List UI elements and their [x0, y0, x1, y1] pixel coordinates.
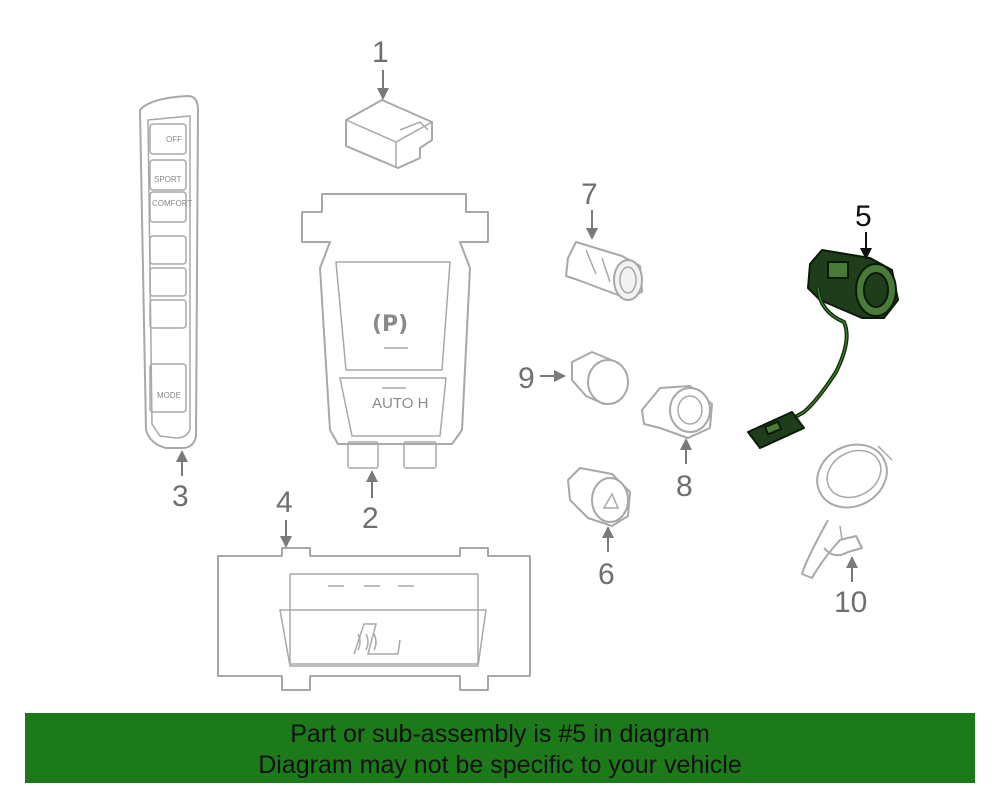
- part-3-drive-mode-switch[interactable]: OFF SPORT COMFORT MODE: [139, 95, 199, 449]
- off-label: OFF: [166, 135, 182, 144]
- auto-hold-label: AUTO H: [372, 395, 428, 412]
- part-10-cap-tether[interactable]: [801, 433, 898, 579]
- part-1-module[interactable]: [345, 99, 433, 169]
- banner-line-1: Part or sub-assembly is #5 in diagram: [290, 720, 710, 748]
- callout-1: 1: [372, 36, 389, 69]
- callout-8: 8: [676, 470, 693, 503]
- part-5-socket-harness[interactable]: [747, 249, 899, 449]
- info-banner: Part or sub-assembly is #5 in diagram Di…: [25, 713, 975, 783]
- callout-8-arrow: [680, 438, 692, 464]
- callout-2: 2: [362, 502, 379, 535]
- part-9-cap[interactable]: [571, 351, 629, 405]
- comfort-label: COMFORT: [152, 199, 192, 208]
- callout-1-arrow: [377, 70, 389, 100]
- callout-9-arrow: [540, 370, 566, 382]
- part-6-socket-insert[interactable]: [567, 467, 631, 527]
- callout-7-arrow: [586, 210, 598, 240]
- callout-7: 7: [581, 178, 598, 211]
- callout-10-arrow: [846, 556, 858, 582]
- callout-2-arrow: [366, 470, 378, 498]
- part-4-seat-heater-panel[interactable]: [217, 547, 531, 691]
- callout-3-arrow: [176, 450, 188, 476]
- callout-5: 5: [855, 200, 872, 233]
- park-brake-label: (P): [372, 312, 408, 337]
- callout-4-arrow: [280, 520, 292, 548]
- callout-10: 10: [834, 586, 867, 619]
- parts-diagram: 1 (P) AUTO H 2 OFF SPORT COMFORT MODE 3: [139, 36, 899, 691]
- banner-line-2: Diagram may not be specific to your vehi…: [258, 751, 742, 779]
- part-7-power-socket[interactable]: [565, 241, 643, 301]
- part-8-socket-ring[interactable]: [641, 385, 713, 439]
- callout-3: 3: [172, 480, 189, 513]
- callout-6-arrow: [602, 526, 614, 552]
- callout-6: 6: [598, 558, 615, 591]
- callout-4: 4: [276, 486, 293, 519]
- sport-label: SPORT: [154, 175, 182, 184]
- mode-label: MODE: [157, 391, 181, 400]
- callout-5-arrow: [860, 232, 872, 260]
- part-2-console-panel[interactable]: (P) AUTO H: [301, 193, 489, 469]
- callout-9: 9: [518, 362, 535, 395]
